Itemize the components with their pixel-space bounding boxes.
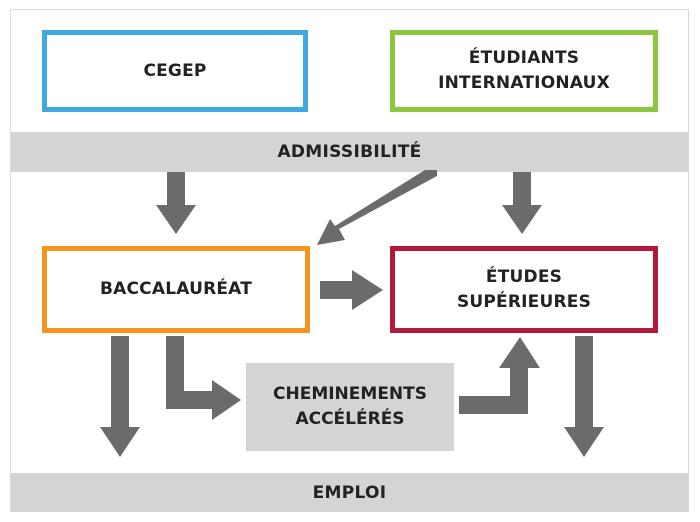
admissibilite-band: ADMISSIBILITÉ [11,132,688,172]
cegep-box: CEGEP [42,30,308,112]
etudes-superieures-box: ÉTUDES SUPÉRIEURES [390,246,658,333]
international-students-label: ÉTUDIANTS INTERNATIONAUX [438,48,610,93]
etudes-superieures-label: ÉTUDES SUPÉRIEURES [456,266,592,312]
international-students-box: ÉTUDIANTS INTERNATIONAUX [390,30,658,112]
arrow-cheminements-to-etudes [459,337,540,414]
arrow-etudes-to-emploi [564,336,604,457]
arrow-bac-to-emploi [100,336,140,457]
arrow-international-to-etudes [502,172,542,234]
emploi-label: EMPLOI [312,482,387,503]
arrow-bac-to-cheminements [166,336,241,420]
baccalaureat-box: BACCALAURÉAT [42,246,310,333]
emploi-band: EMPLOI [11,473,688,512]
baccalaureat-label: BACCALAURÉAT [99,279,253,299]
arrow-cegep-to-bac [156,172,196,234]
cheminements-box: CHEMINEMENTS ACCÉLÉRÉS [246,363,454,451]
arrow-bac-to-etudes [320,270,383,310]
arrow-international-to-bac [317,170,437,245]
cegep-label: CEGEP [143,60,207,81]
admissibilite-label: ADMISSIBILITÉ [277,142,422,162]
cheminements-label: CHEMINEMENTS ACCÉLÉRÉS [273,384,427,429]
